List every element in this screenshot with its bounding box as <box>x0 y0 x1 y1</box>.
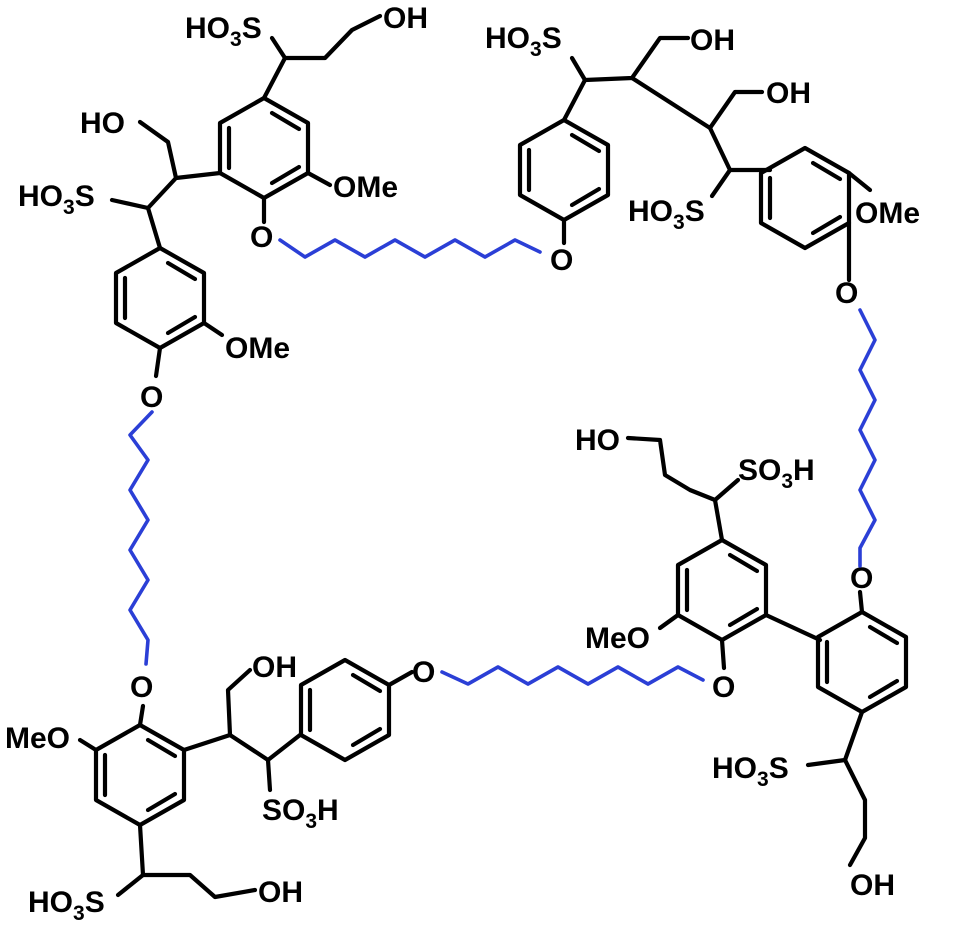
ether-oxygen-label: O <box>130 671 153 704</box>
side-chain <box>140 872 258 900</box>
c-o-bond <box>719 637 727 671</box>
aromatic-double-bond <box>269 110 302 132</box>
unit-bottom-right-biphenyl: HO SO3H O MeO O HO3S OH <box>575 424 909 902</box>
c-o-bond <box>857 589 865 615</box>
aromatic-ring <box>815 609 909 715</box>
c-o-bond <box>846 170 873 193</box>
ring-link <box>561 77 588 123</box>
c-s-bond <box>109 197 151 211</box>
sulfonic-acid-label: HO3S <box>628 195 705 234</box>
biaryl-bond <box>763 612 823 643</box>
linker-chain-bottom <box>440 665 705 686</box>
sulfonic-acid-label: HO3S <box>712 752 789 791</box>
aromatic-double-bond <box>350 672 383 694</box>
hydroxyl-label: HO <box>80 107 125 140</box>
aromatic-double-bond <box>165 314 198 336</box>
sulfonic-acid-label: HO3S <box>185 12 262 51</box>
side-chain <box>842 757 868 868</box>
aromatic-ring <box>113 245 207 351</box>
hydroxyl-label: OH <box>766 77 811 110</box>
ring-link <box>842 709 865 763</box>
ether-oxygen-label: O <box>250 221 273 254</box>
aromatic-double-bond <box>165 260 198 282</box>
c-s-bond <box>265 757 273 793</box>
ring-link <box>265 732 303 763</box>
aromatic-double-bond <box>727 552 760 574</box>
methoxy-label: MeO <box>585 622 650 655</box>
hydroxyl-label: OH <box>383 2 428 35</box>
aromatic-double-bond <box>145 737 178 759</box>
c-o-bond <box>657 612 681 631</box>
aromatic-double-bond <box>810 214 843 236</box>
hydroxyl-label: OH <box>258 876 303 909</box>
c-s-bond <box>569 55 588 83</box>
ether-oxygen-label: O <box>412 656 435 689</box>
aromatic-double-bond <box>569 132 602 154</box>
c-o-bond <box>305 170 333 188</box>
c-o-bond <box>153 345 163 379</box>
c-s-bond <box>269 35 288 61</box>
ether-oxygen-label: O <box>550 244 573 277</box>
side-chain <box>225 667 253 738</box>
sulfonic-acid-label: HO3S <box>28 886 105 925</box>
ring-link <box>137 822 146 878</box>
linker-chain-right <box>858 308 877 568</box>
aromatic-double-bond <box>727 606 760 628</box>
aromatic-double-bond <box>867 678 900 700</box>
methoxy-label: OMe <box>855 197 920 230</box>
side-chain <box>261 13 383 101</box>
methoxy-label: OMe <box>333 171 398 204</box>
sulfonic-acid-label: SO3H <box>738 454 815 493</box>
methoxy-label: MeO <box>5 722 70 755</box>
unit-top-left-guaiacyl: HO3S OH HO HO3S OMe O OMe O <box>18 2 428 414</box>
c-o-bond <box>137 703 146 728</box>
methoxy-label: OMe <box>225 332 290 365</box>
ring-link <box>145 205 163 251</box>
c-s-bond <box>712 477 741 503</box>
side-chain <box>137 119 179 181</box>
ring-link <box>712 497 725 543</box>
hydroxyl-label: HO <box>575 424 620 457</box>
hydroxyl-label: OH <box>252 651 297 684</box>
ether-oxygen-label: O <box>835 277 858 310</box>
aromatic-double-bond <box>569 186 602 208</box>
c-s-bond <box>115 872 146 898</box>
aromatic-ring <box>758 145 852 251</box>
sulfonic-acid-label: HO3S <box>18 180 95 219</box>
side-chain <box>181 732 271 763</box>
side-chain <box>707 125 733 173</box>
linker-chain-left <box>128 410 154 666</box>
ether-oxygen-label: O <box>850 562 873 595</box>
aromatic-double-bond <box>145 791 178 813</box>
aromatic-ring <box>217 95 311 201</box>
ether-oxygen-label: O <box>140 381 163 414</box>
hydroxyl-label: OH <box>690 24 735 57</box>
aromatic-ring <box>517 117 611 223</box>
side-chain <box>629 75 765 131</box>
c-o-bond <box>77 737 99 753</box>
linker-chain-top <box>278 238 542 259</box>
sulfonic-acid-label: SO3H <box>262 794 339 833</box>
aromatic-double-bond <box>269 164 302 186</box>
aromatic-ring <box>675 537 769 643</box>
c-s-bond <box>709 167 733 199</box>
c-s-bond <box>805 757 848 768</box>
unit-bottom-left-syringyl: O OH O MeO SO3H HO3S OH <box>5 651 435 925</box>
side-chain <box>582 35 691 83</box>
aromatic-ring <box>93 722 187 828</box>
aromatic-double-bond <box>350 726 383 748</box>
side-chain <box>145 170 223 211</box>
hydroxyl-label: OH <box>850 869 895 902</box>
aromatic-ring <box>298 657 392 763</box>
c-o-bond <box>386 669 415 688</box>
side-chain <box>625 435 718 503</box>
aromatic-double-bond <box>867 624 900 646</box>
ether-oxygen-label: O <box>712 671 735 704</box>
sulfonic-acid-label: HO3S <box>485 22 562 61</box>
unit-top-right-phenyl: HO3S OH OH HO3S OMe O O <box>485 22 920 310</box>
aromatic-double-bond <box>810 160 843 182</box>
c-o-bond <box>201 320 225 338</box>
